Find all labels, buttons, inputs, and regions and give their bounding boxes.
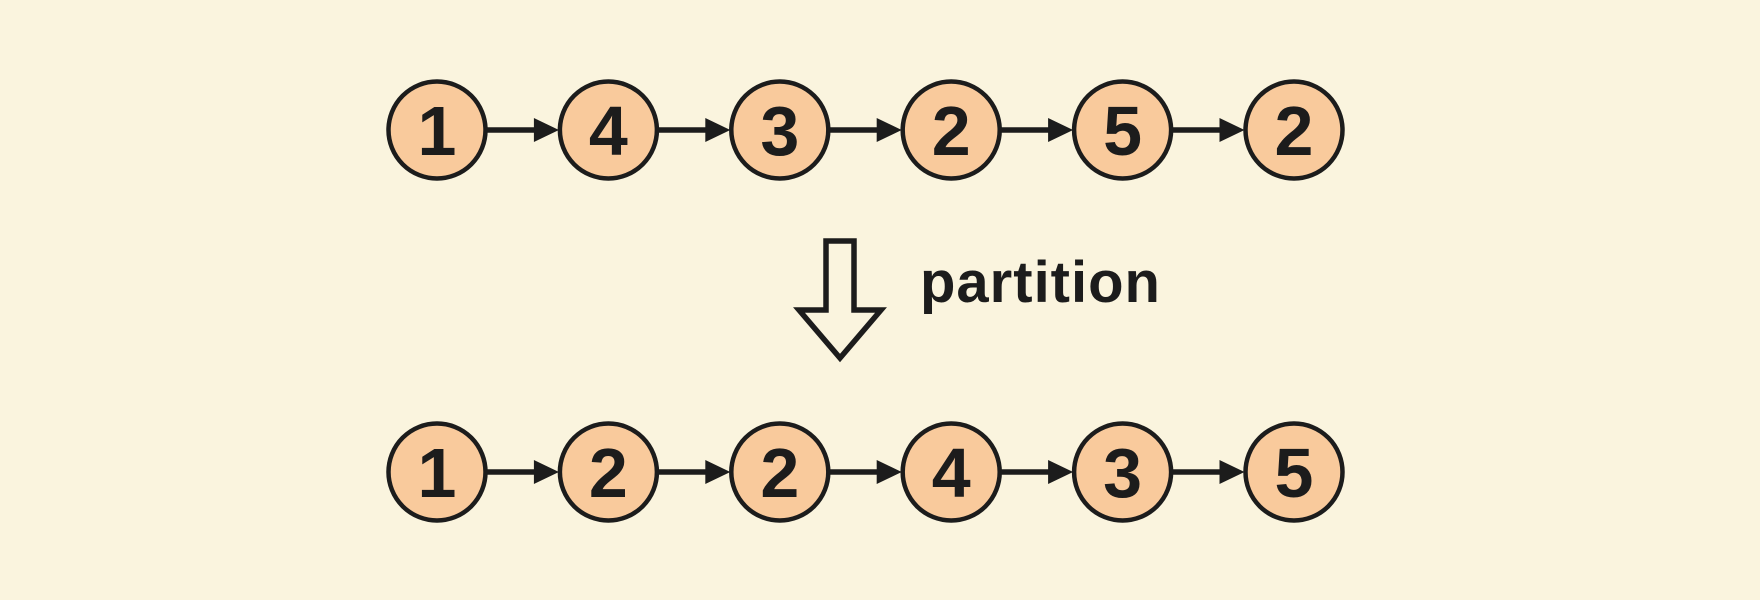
next-pointer-arrow xyxy=(486,118,559,142)
node-circle xyxy=(1243,421,1345,523)
node-value: 5 xyxy=(1275,434,1314,512)
list-node: 2 xyxy=(729,421,831,523)
node-value: 2 xyxy=(760,434,799,512)
node-value: 2 xyxy=(932,92,971,170)
node-circle xyxy=(729,79,831,181)
list-node: 1 xyxy=(386,421,488,523)
next-pointer-arrow xyxy=(486,460,559,484)
next-pointer-arrowhead-icon xyxy=(533,460,559,484)
next-pointer-arrowhead-icon xyxy=(705,460,731,484)
node-value: 3 xyxy=(1103,434,1142,512)
next-pointer-arrow xyxy=(657,460,731,484)
next-pointer-arrow xyxy=(829,118,902,142)
list-node: 2 xyxy=(900,79,1002,181)
list-node: 5 xyxy=(1071,79,1174,181)
node-circle xyxy=(900,421,1002,523)
next-pointer-arrowhead-icon xyxy=(1219,118,1245,142)
list-node: 4 xyxy=(557,79,660,181)
output-list: 1 2 2 4 3 5 xyxy=(386,421,1345,523)
node-circle xyxy=(557,79,660,181)
node-value: 4 xyxy=(589,92,628,170)
node-value: 5 xyxy=(1103,92,1142,170)
next-pointer-arrowhead-icon xyxy=(1219,460,1245,484)
next-pointer-arrow xyxy=(1000,460,1074,484)
list-node: 3 xyxy=(1071,421,1174,523)
node-circle xyxy=(557,421,660,523)
node-circle xyxy=(729,421,831,523)
next-pointer-arrowhead-icon xyxy=(1048,118,1074,142)
node-value: 4 xyxy=(932,434,971,512)
node-circle xyxy=(386,421,488,523)
list-node: 1 xyxy=(386,79,488,181)
lists-layer: 1 4 3 2 5 2 1 2 2 4 3 5 xyxy=(386,79,1345,523)
next-pointer-arrow xyxy=(1172,460,1245,484)
list-node: 5 xyxy=(1243,421,1345,523)
next-pointer-arrow xyxy=(1000,118,1074,142)
next-pointer-arrow xyxy=(829,460,902,484)
input-list: 1 4 3 2 5 2 xyxy=(386,79,1345,181)
node-value: 2 xyxy=(1275,92,1314,170)
node-circle xyxy=(1071,79,1174,181)
node-value: 1 xyxy=(418,92,457,170)
node-value: 1 xyxy=(418,434,457,512)
node-circle xyxy=(386,79,488,181)
list-node: 3 xyxy=(729,79,831,181)
next-pointer-arrowhead-icon xyxy=(533,118,559,142)
node-circle xyxy=(1071,421,1174,523)
node-circle xyxy=(1243,79,1345,181)
next-pointer-arrow xyxy=(657,118,731,142)
next-pointer-arrowhead-icon xyxy=(705,118,731,142)
node-value: 3 xyxy=(760,92,799,170)
node-value: 2 xyxy=(589,434,628,512)
node-circle xyxy=(900,79,1002,181)
next-pointer-arrow xyxy=(1172,118,1245,142)
list-node: 2 xyxy=(1243,79,1345,181)
operation-label: partition xyxy=(920,250,1161,315)
next-pointer-arrowhead-icon xyxy=(1048,460,1074,484)
partition-down-arrow-icon xyxy=(793,238,887,363)
next-pointer-arrowhead-icon xyxy=(876,118,902,142)
list-node: 4 xyxy=(900,421,1002,523)
list-node: 2 xyxy=(557,421,660,523)
next-pointer-arrowhead-icon xyxy=(876,460,902,484)
